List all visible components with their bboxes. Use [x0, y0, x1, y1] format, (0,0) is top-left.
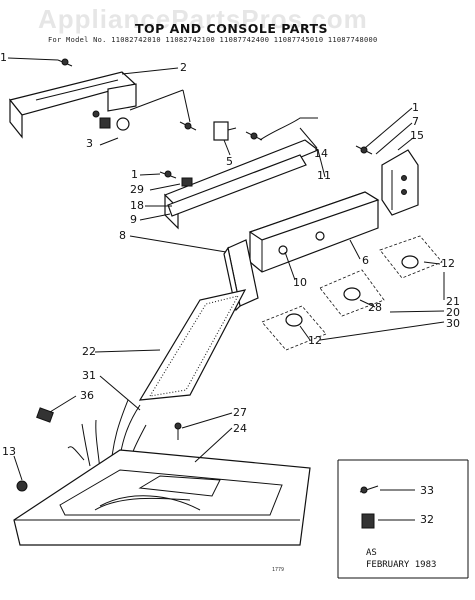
inset-box: [337, 459, 469, 579]
part-timer: [99, 83, 137, 131]
callout-1-right: 1: [412, 101, 419, 114]
part-console-panel: [248, 191, 380, 273]
part-end-bracket: [381, 149, 419, 216]
callout-13: 13: [2, 445, 16, 458]
callout-7: 7: [412, 115, 419, 128]
part-console-bracket: [167, 154, 307, 217]
callout-32: 32: [420, 513, 434, 526]
callout-29: 29: [130, 183, 144, 196]
callout-15: 15: [410, 129, 424, 142]
callout-9: 9: [130, 213, 137, 226]
callout-5: 5: [226, 155, 233, 168]
callout-18: 18: [130, 199, 144, 212]
callout-12-right: 12: [441, 257, 455, 270]
screws-upper: [57, 58, 373, 179]
page-code: 1779: [272, 567, 285, 573]
callout-11: 11: [317, 169, 331, 182]
callout-1-mid: 1: [131, 168, 138, 181]
callout-28: 28: [368, 301, 382, 314]
callout-20: 20: [446, 306, 460, 319]
callout-24: 24: [233, 422, 247, 435]
callout-30: 30: [446, 317, 460, 330]
watermark: AppliancePartsPros.com: [38, 4, 368, 34]
callout-22: 22: [82, 345, 96, 358]
callout-1-top-left: 1: [0, 51, 7, 64]
model-number-line: For Model No. 11082742010 11082742100 11…: [48, 36, 378, 44]
inset-note-line2: FEBRUARY 1983: [366, 560, 437, 570]
callout-21: 21: [446, 295, 460, 308]
part-screw-27: [174, 422, 182, 440]
callout-6: 6: [362, 254, 369, 267]
callout-8: 8: [119, 229, 126, 242]
callout-14: 14: [314, 147, 328, 160]
leader-lines: [7, 57, 445, 481]
callout-33: 33: [420, 484, 434, 497]
part-console-back: [138, 289, 247, 401]
inset-note-line1: AS: [366, 548, 377, 558]
diagram-title: TOP AND CONSOLE PARTS: [135, 21, 329, 36]
part-top-panel: [13, 449, 311, 546]
callout-12-lower: 12: [308, 334, 322, 347]
callout-36: 36: [80, 389, 94, 402]
part-foot: [16, 480, 28, 492]
callout-27: 27: [233, 406, 247, 419]
callout-3: 3: [86, 137, 93, 150]
part-wire: [259, 117, 318, 141]
callout-2: 2: [180, 61, 187, 74]
knob-groups: [261, 235, 443, 351]
part-switch: [213, 121, 237, 141]
callout-10: 10: [293, 276, 307, 289]
callout-31: 31: [82, 369, 96, 382]
part-connector: [36, 407, 54, 423]
